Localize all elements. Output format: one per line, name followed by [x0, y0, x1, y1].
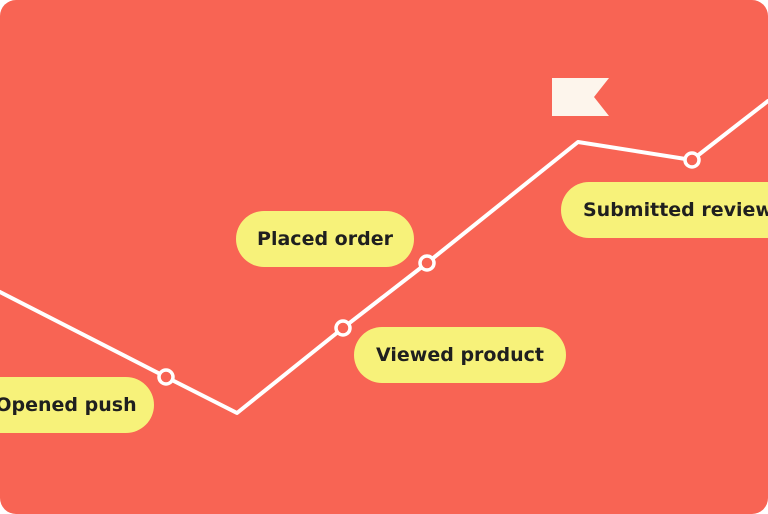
event-pill-viewed-product: Viewed product	[354, 327, 566, 383]
event-pill-opened-push: Opened push	[0, 377, 154, 433]
journey-path	[0, 99, 768, 415]
event-label: Placed order	[257, 228, 393, 250]
milestone-marker-placed-order	[418, 254, 436, 272]
flag-icon	[552, 78, 609, 116]
event-label: Submitted review	[583, 199, 768, 221]
milestone-marker-opened-push	[157, 368, 175, 386]
event-pill-placed-order: Placed order	[236, 211, 414, 267]
event-label: Opened push	[0, 394, 137, 416]
event-pill-submitted-review: Submitted review	[561, 182, 768, 238]
milestone-marker-viewed-product	[334, 319, 352, 337]
milestone-marker-submitted-review	[683, 151, 701, 169]
event-label: Viewed product	[376, 344, 544, 366]
